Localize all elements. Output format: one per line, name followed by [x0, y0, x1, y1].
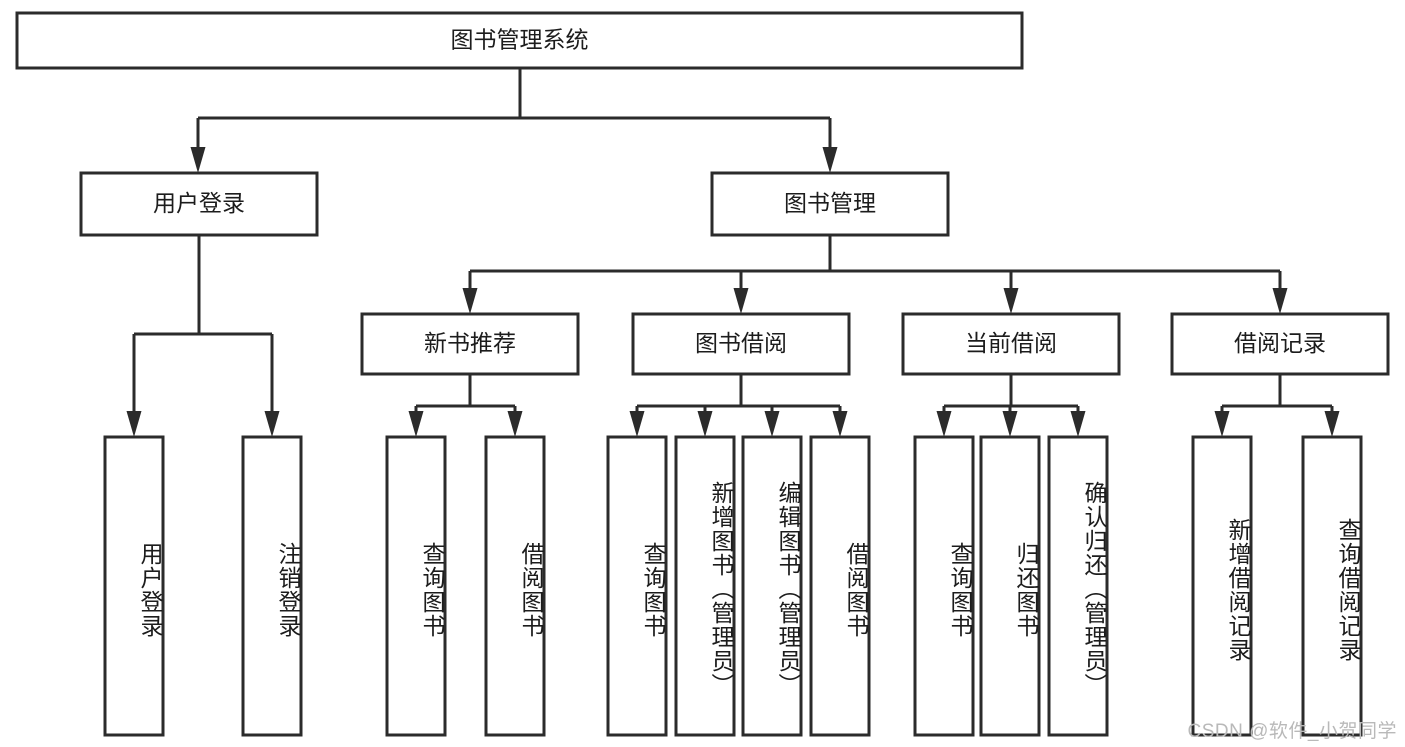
node-leaf-user-login[interactable] [103, 435, 165, 737]
leaf-box[interactable] [674, 435, 736, 737]
node-leaf-query-borrow-record[interactable] [1301, 435, 1363, 737]
arrow-head-icon [733, 288, 749, 314]
node-label: 用户登录 [153, 190, 245, 216]
connector-group [126, 235, 280, 437]
connector-group [629, 374, 848, 437]
leaf-box[interactable] [809, 435, 871, 737]
leaf-box[interactable] [979, 435, 1041, 737]
leaf-box[interactable] [484, 435, 546, 737]
arrow-head-icon [264, 411, 280, 437]
arrow-head-icon [1324, 411, 1340, 437]
node-leaf-add-book-admin[interactable] [674, 435, 736, 737]
arrow-head-icon [408, 411, 424, 437]
node-leaf-borrow-book-rec[interactable] [484, 435, 546, 737]
connector-group [936, 374, 1086, 437]
node-leaf-return-book[interactable] [979, 435, 1041, 737]
arrow-head-icon [126, 411, 142, 437]
leaf-box[interactable] [103, 435, 165, 737]
node-root[interactable]: 图书管理系统 [15, 11, 1024, 70]
node-leaf-confirm-return-admin[interactable] [1047, 435, 1109, 737]
arrow-head-icon [936, 411, 952, 437]
node-box[interactable] [631, 312, 851, 376]
node-box[interactable] [901, 312, 1121, 376]
node-book-manage[interactable]: 图书管理 [710, 171, 950, 237]
node-label: 新书推荐 [424, 330, 516, 356]
node-box[interactable] [79, 171, 319, 237]
arrow-head-icon [1003, 288, 1019, 314]
leaf-box[interactable] [741, 435, 803, 737]
arrow-head-icon [1214, 411, 1230, 437]
leaf-box[interactable] [241, 435, 303, 737]
connector-group [190, 68, 838, 173]
leaf-box[interactable] [1191, 435, 1253, 737]
node-label: 图书管理 [784, 190, 876, 216]
leaf-box[interactable] [606, 435, 668, 737]
node-box[interactable] [710, 171, 950, 237]
node-label: 图书管理系统 [451, 27, 589, 53]
node-leaf-query-book-current[interactable] [913, 435, 975, 737]
arrow-head-icon [1002, 411, 1018, 437]
arrow-head-icon [1272, 288, 1288, 314]
connector-group [462, 235, 1288, 314]
watermark-text: CSDN @软件_小贺同学 [1187, 721, 1397, 742]
node-new-book-recommend[interactable]: 新书推荐 [360, 312, 580, 376]
arrow-head-icon [697, 411, 713, 437]
node-box[interactable] [360, 312, 580, 376]
arrow-head-icon [462, 288, 478, 314]
node-leaf-logout-login[interactable] [241, 435, 303, 737]
leaf-box[interactable] [913, 435, 975, 737]
node-leaf-borrow-book[interactable] [809, 435, 871, 737]
arrow-head-icon [832, 411, 848, 437]
leaf-box[interactable] [385, 435, 447, 737]
arrow-head-icon [764, 411, 780, 437]
node-label: 借阅记录 [1234, 330, 1326, 356]
node-box[interactable] [15, 11, 1024, 70]
arrow-head-icon [507, 411, 523, 437]
arrow-head-icon [629, 411, 645, 437]
arrow-head-icon [1070, 411, 1086, 437]
node-label: 图书借阅 [695, 330, 787, 356]
arrow-head-icon [822, 147, 838, 173]
node-book-borrow[interactable]: 图书借阅 [631, 312, 851, 376]
leaf-box[interactable] [1047, 435, 1109, 737]
node-leaf-query-book-borrow[interactable] [606, 435, 668, 737]
connector-group [408, 374, 523, 437]
node-leaf-query-book-rec[interactable] [385, 435, 447, 737]
node-leaf-edit-book-admin[interactable] [741, 435, 803, 737]
leaf-box[interactable] [1301, 435, 1363, 737]
node-borrow-record[interactable]: 借阅记录 [1170, 312, 1390, 376]
node-label: 当前借阅 [965, 330, 1057, 356]
arrow-head-icon [190, 147, 206, 173]
node-user-login[interactable]: 用户登录 [79, 171, 319, 237]
connector-group [1214, 374, 1340, 437]
node-current-borrow[interactable]: 当前借阅 [901, 312, 1121, 376]
node-leaf-add-borrow-record[interactable] [1191, 435, 1253, 737]
node-box[interactable] [1170, 312, 1390, 376]
